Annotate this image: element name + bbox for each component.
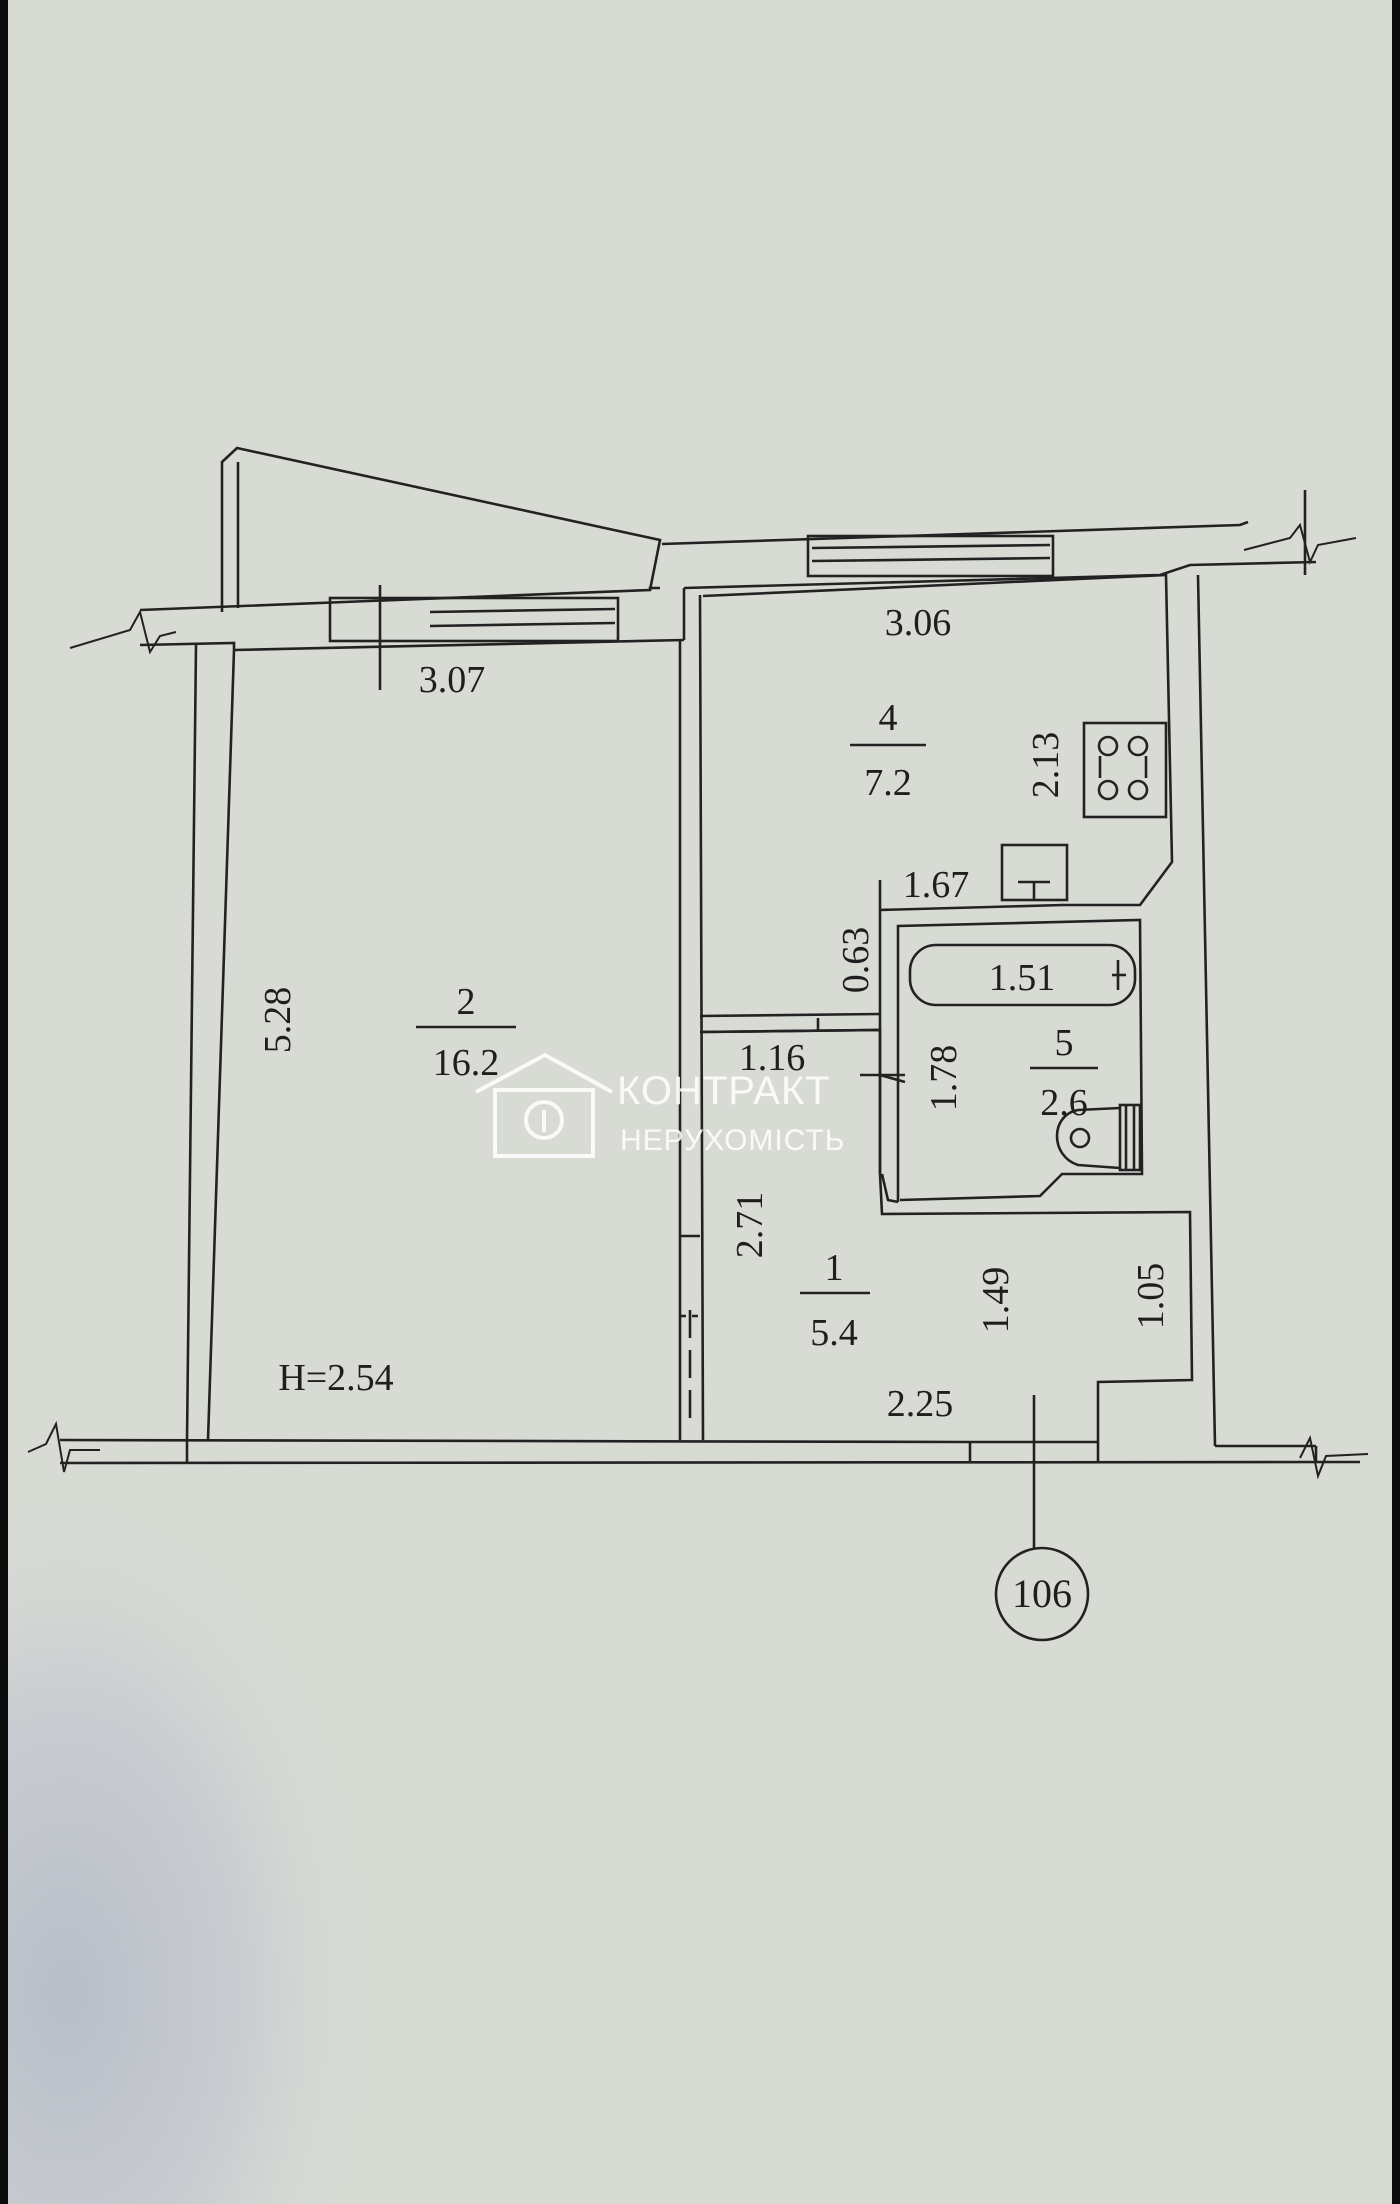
room-5-number: 5 <box>1055 1022 1074 1064</box>
stove-icon <box>1082 721 1168 819</box>
dim-room2-length: 5.28 <box>257 987 299 1054</box>
room-5-label: 5 2.6 <box>1030 1022 1098 1124</box>
bathroom-wall <box>896 918 1144 1202</box>
top-wall-left-inner <box>139 641 236 650</box>
room-2-area: 16.2 <box>433 1042 500 1084</box>
dim-hall-bottom: 2.25 <box>887 1383 954 1425</box>
top-wall-left <box>139 586 660 612</box>
window-left <box>328 596 620 643</box>
left-wall-inner <box>206 649 236 1441</box>
dim-hall-niche: 1.05 <box>1130 1263 1172 1330</box>
room-2-number: 2 <box>457 981 476 1023</box>
room-1-label: 1 5.4 <box>800 1247 870 1354</box>
frame-right-border <box>1392 0 1400 2204</box>
hallway-wall <box>702 1028 882 1174</box>
room-1-area: 5.4 <box>810 1312 858 1354</box>
apartment-number: 106 <box>1012 1571 1072 1616</box>
top-wall-right <box>661 520 1249 546</box>
watermark-line1: КОНТРАКТ <box>617 1069 831 1113</box>
dim-hall-mid: 1.49 <box>975 1267 1017 1334</box>
frame-left-border <box>0 0 8 2204</box>
bottom-wall-inner <box>59 1438 971 1444</box>
watermark-line2: НЕРУХОМІСТЬ <box>620 1124 845 1157</box>
dim-bathroom-length: 1.78 <box>923 1045 965 1112</box>
break-mark-left <box>69 609 177 655</box>
room-2-label: 2 16.2 <box>416 981 516 1084</box>
bathtub-icon <box>908 943 1137 1007</box>
watermark-logo <box>475 1052 613 1158</box>
paper-shadow <box>0 1498 435 2204</box>
window-right <box>806 534 1055 578</box>
left-wall-outer <box>185 644 198 1441</box>
break-mark-bottom-left <box>27 1420 100 1473</box>
bottom-wall-outer <box>59 1460 1361 1465</box>
dim-kitchen-step: 1.67 <box>903 864 970 906</box>
room-4-label: 4 7.2 <box>850 697 926 804</box>
ceiling-height: H=2.54 <box>278 1357 393 1399</box>
break-mark-bottom-right <box>1299 1434 1369 1480</box>
dim-room4-depth: 2.13 <box>1025 732 1067 799</box>
dim-room4-width: 3.06 <box>885 602 952 644</box>
dim-hall-length: 2.71 <box>729 1192 771 1259</box>
apartment-number-circle <box>994 1546 1090 1642</box>
room-4-area: 7.2 <box>864 762 912 804</box>
room-4-number: 4 <box>879 697 898 739</box>
toilet-icon <box>1055 1106 1121 1170</box>
kitchen-wall <box>702 573 1174 907</box>
dim-room2-width: 3.07 <box>419 659 486 701</box>
break-mark-right <box>1243 522 1357 565</box>
dim-bath: 1.51 <box>989 957 1056 999</box>
dim-wall-gap: 0.63 <box>835 927 877 994</box>
balcony-outline <box>220 446 662 612</box>
right-wall-outer <box>1196 574 1217 1447</box>
room-5-area: 2.6 <box>1040 1082 1088 1124</box>
room-1-number: 1 <box>825 1247 844 1289</box>
dim-hall-width: 1.16 <box>739 1037 806 1079</box>
